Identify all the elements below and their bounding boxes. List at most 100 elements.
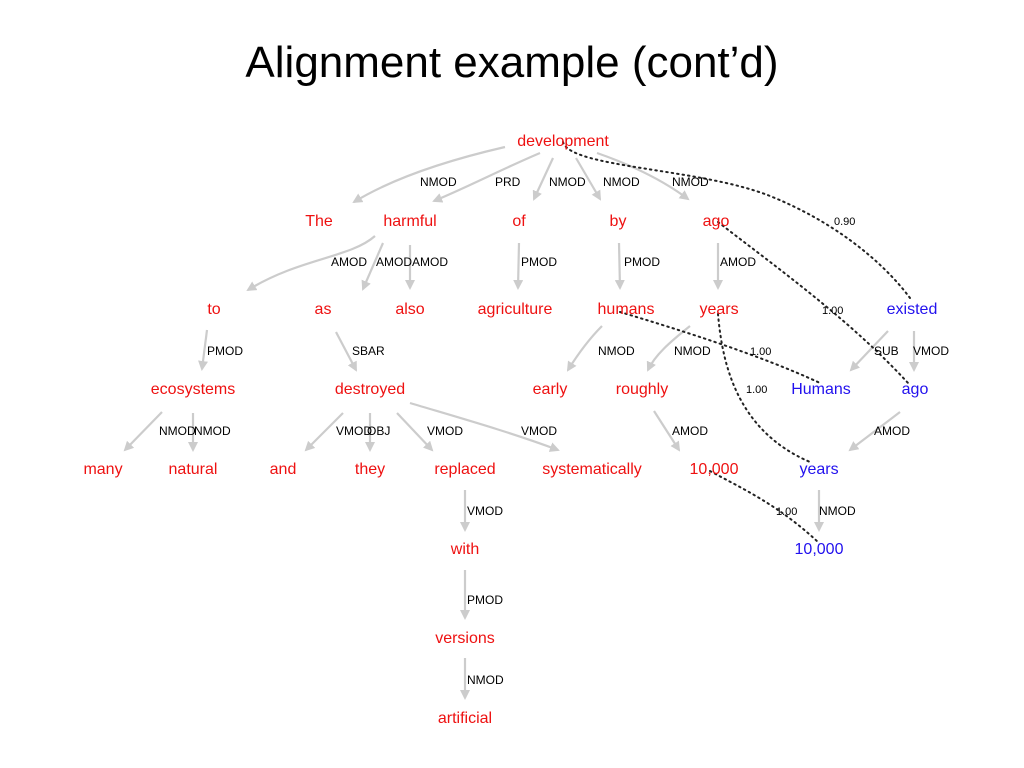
edge-ago-years-target — [848, 411, 901, 452]
alignment-score-ago-ago: 1.00 — [822, 305, 843, 317]
edge-existed-humans — [849, 330, 889, 372]
source-node-to: to — [207, 301, 220, 318]
source-node-many: many — [83, 461, 122, 478]
target-node-years: years — [799, 461, 838, 478]
alignment-score-years-years: 1.00 — [746, 384, 767, 396]
slide-title: Alignment example (cont’d) — [245, 38, 779, 87]
edge-development-by — [575, 157, 602, 201]
source-node-ecosystems: ecosystems — [151, 381, 235, 398]
source-node-destroyed: destroyed — [335, 381, 405, 398]
source-node-also: also — [395, 301, 424, 318]
dep-label-development-of: NMOD — [549, 175, 586, 189]
alignment-score-10000-10000: 1.00 — [776, 506, 797, 518]
source-node-years: years — [699, 301, 738, 318]
edge-destroyed-and — [304, 412, 344, 452]
dep-label-destroyed-replaced: VMOD — [427, 424, 463, 438]
source-dependency-edges — [123, 145, 723, 700]
alignment-development-existed — [562, 141, 911, 299]
edge-development-ago — [596, 151, 690, 201]
dep-label-development-the: NMOD — [420, 175, 457, 189]
dep-label-ago-years: AMOD — [720, 255, 756, 269]
source-node-agriculture: agriculture — [478, 301, 553, 318]
dep-label-years-10000-target: NMOD — [819, 504, 856, 518]
dep-label-by-humans: PMOD — [624, 255, 660, 269]
edge-development-of — [532, 157, 554, 201]
dep-label-harmful-also: AMOD — [412, 255, 448, 269]
dep-label-harmful-as: AMOD — [376, 255, 412, 269]
source-tree-nodes: development The harmful of by ago to as … — [83, 133, 738, 727]
edge-harmful-as — [361, 242, 385, 291]
edge-as-destroyed — [335, 331, 357, 372]
edge-by-humans — [614, 242, 625, 290]
alignment-links — [562, 141, 911, 543]
edge-development-harmful — [432, 151, 541, 203]
dep-label-existed-ago: VMOD — [913, 344, 949, 358]
dep-label-humans-early: NMOD — [598, 344, 635, 358]
dep-label-versions-artificial: NMOD — [467, 673, 504, 687]
dep-label-destroyed-and: VMOD — [336, 424, 372, 438]
edge-humans-early — [566, 325, 603, 372]
dep-label-development-harmful: PRD — [495, 175, 521, 189]
dep-label-as-destroyed: SBAR — [352, 344, 385, 358]
edge-development-the — [352, 145, 506, 204]
edge-ecosystems-many — [123, 411, 163, 452]
source-node-by: by — [610, 213, 627, 230]
target-dependency-edges — [814, 330, 919, 532]
dependency-labels: NMOD PRD NMOD NMOD NMOD AMOD AMOD AMOD P… — [159, 175, 949, 687]
source-node-10000: 10,000 — [690, 461, 739, 478]
dep-label-roughly-10000: AMOD — [672, 424, 708, 438]
target-node-ago: ago — [902, 381, 929, 398]
target-node-humans: Humans — [791, 381, 851, 398]
dep-label-development-ago: NMOD — [672, 175, 709, 189]
dep-label-destroyed-they: OBJ — [367, 424, 390, 438]
dep-label-destroyed-systematically: VMOD — [521, 424, 557, 438]
dep-label-with-versions: PMOD — [467, 593, 503, 607]
edge-destroyed-replaced — [396, 412, 434, 452]
edge-destroyed-systematically — [409, 401, 560, 452]
source-node-versions: versions — [435, 630, 495, 647]
source-node-harmful: harmful — [383, 213, 436, 230]
source-node-ago: ago — [703, 213, 730, 230]
dep-label-ago-years-target: AMOD — [874, 424, 910, 438]
edge-roughly-10000 — [653, 410, 681, 452]
alignment-humans-humans — [619, 311, 821, 384]
source-node-artificial: artificial — [438, 710, 492, 727]
edge-years-roughly — [646, 325, 691, 372]
source-node-of: of — [512, 213, 526, 230]
dep-label-ecosystems-many: NMOD — [159, 424, 196, 438]
edge-harmful-to — [246, 235, 376, 292]
source-node-systematically: systematically — [542, 461, 642, 478]
alignment-ago-ago — [717, 221, 909, 384]
alignment-scores: 0.90 1.00 1.00 1.00 1.00 — [746, 216, 855, 518]
source-node-early: early — [533, 381, 568, 398]
source-node-replaced: replaced — [434, 461, 495, 478]
dep-label-replaced-with: VMOD — [467, 504, 503, 518]
source-node-they: they — [355, 461, 385, 478]
source-node-the: The — [305, 213, 333, 230]
target-node-existed: existed — [887, 301, 938, 318]
alignment-years-years — [717, 313, 811, 463]
dep-label-to-ecosystems: PMOD — [207, 344, 243, 358]
dep-label-ecosystems-natural: NMOD — [194, 424, 231, 438]
dep-label-years-roughly: NMOD — [674, 344, 711, 358]
source-node-as: as — [315, 301, 332, 318]
source-node-natural: natural — [169, 461, 218, 478]
dep-label-of-agriculture: PMOD — [521, 255, 557, 269]
source-node-and: and — [270, 461, 297, 478]
edge-to-ecosystems — [198, 329, 209, 371]
dep-label-harmful-to: AMOD — [331, 255, 367, 269]
source-node-development: development — [517, 133, 609, 150]
dep-label-existed-humans: SUB — [874, 344, 899, 358]
source-node-humans: humans — [598, 301, 655, 318]
alignment-score-humans-humans: 1.00 — [750, 346, 771, 358]
alignment-score-development-existed: 0.90 — [834, 216, 855, 228]
target-tree-nodes: existed Humans ago years 10,000 — [791, 301, 937, 558]
source-node-roughly: roughly — [616, 381, 668, 398]
edge-of-agriculture — [513, 242, 524, 290]
target-node-10000: 10,000 — [795, 541, 844, 558]
source-node-with: with — [450, 541, 479, 558]
alignment-10000-10000 — [709, 470, 819, 543]
dep-label-development-by: NMOD — [603, 175, 640, 189]
